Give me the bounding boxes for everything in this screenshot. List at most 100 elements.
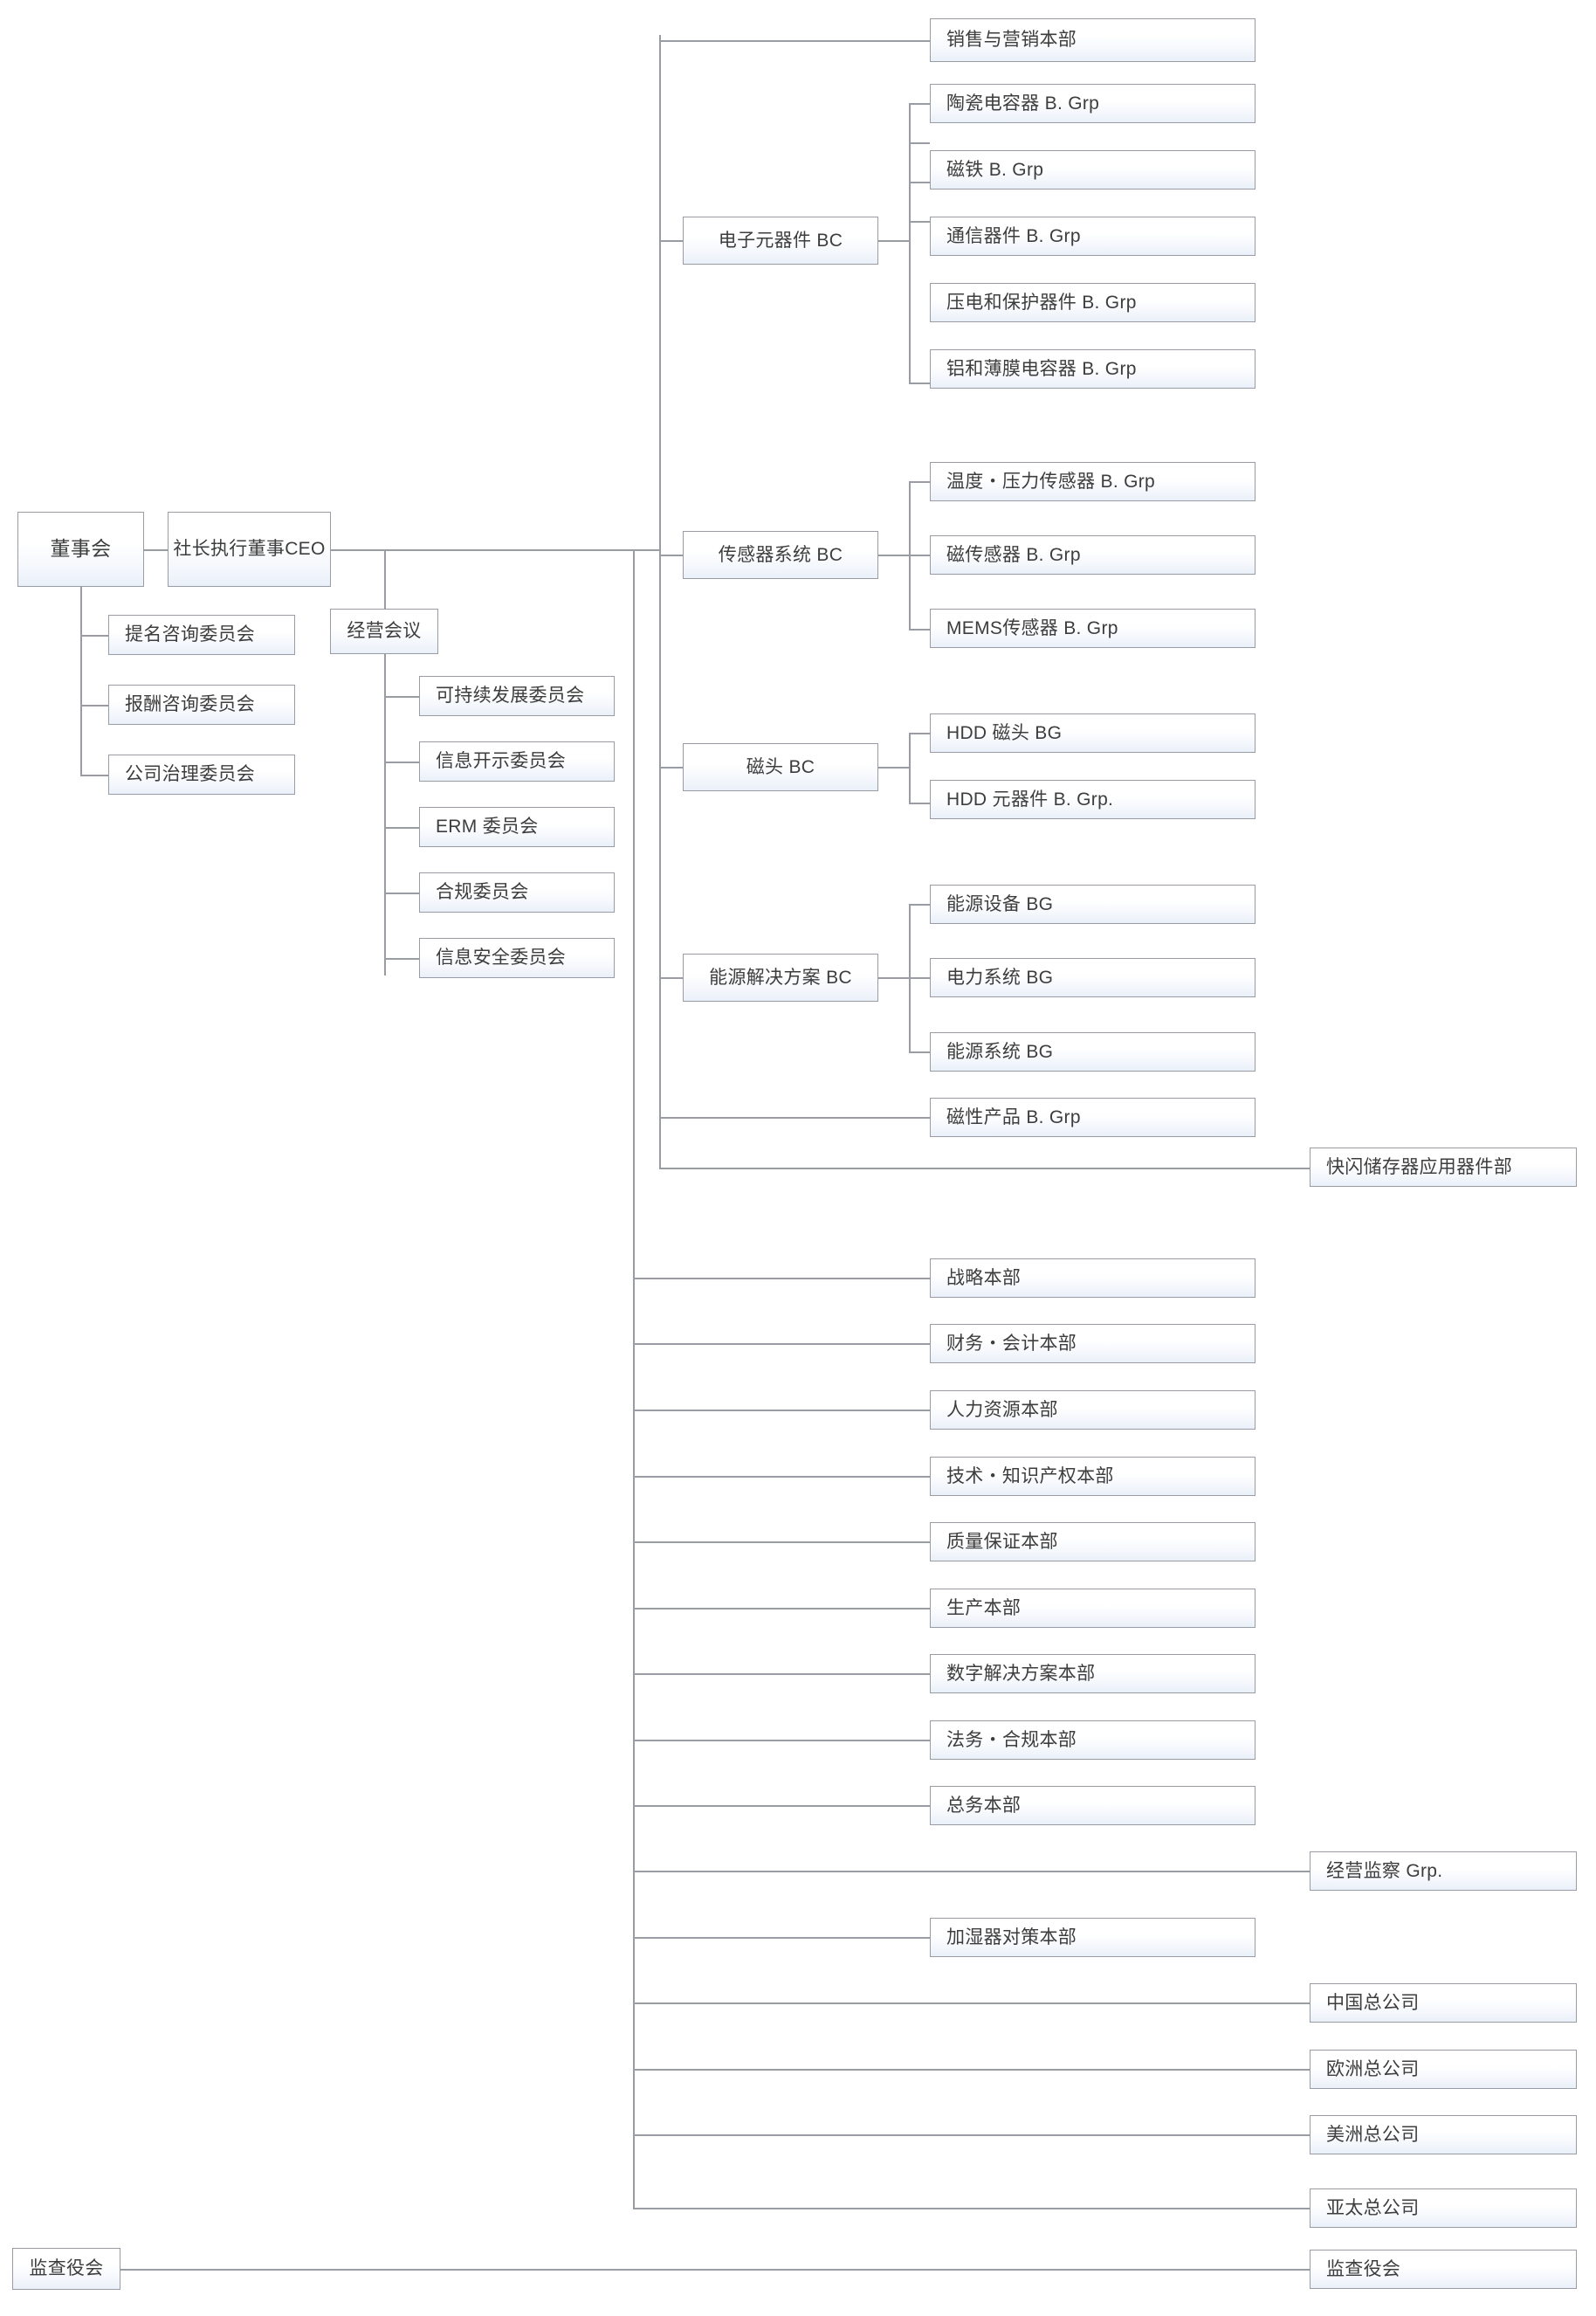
node-legal-compliance-hq[interactable]: 法务・合规本部 [930, 1720, 1255, 1760]
node-power-systems-bg[interactable]: 电力系统 BG [930, 958, 1255, 997]
node-magnets-bgrp[interactable]: 磁铁 B. Grp [930, 150, 1255, 190]
connector-ceo-to-spine [331, 549, 659, 551]
connector-ec-child-2 [909, 142, 930, 144]
connector-board-committee-3 [80, 775, 108, 776]
connector-corp-div-7 [633, 1673, 930, 1675]
connector-ec-child-4 [909, 221, 930, 223]
connector-sensor-systems-bc-out [878, 555, 909, 556]
node-sales-marketing-hq[interactable]: 销售与营销本部 [930, 18, 1255, 62]
connector-board-committee-2 [80, 705, 108, 707]
node-sensor-systems-bc[interactable]: 传感器系统 BC [683, 531, 878, 579]
connector-ec-child-3 [909, 182, 930, 183]
connector-trunk-to-electronic-components-bc [659, 240, 683, 242]
connector-corp-to-europe-hq [633, 2069, 1310, 2071]
node-europe-hq[interactable]: 欧洲总公司 [1310, 2050, 1577, 2089]
node-compliance-committee[interactable]: 合规委员会 [419, 872, 615, 913]
node-americas-hq[interactable]: 美洲总公司 [1310, 2115, 1577, 2154]
connector-corp-to-china-hq [633, 2002, 1310, 2004]
connector-trunk-to-head-bc [659, 767, 683, 769]
connector-trunk-to-magnetic-products [659, 1117, 930, 1119]
node-management-meeting[interactable]: 经营会议 [330, 609, 438, 654]
connector-electronic-components-bc-trunk [909, 103, 911, 383]
node-temperature-pressure-sensors-bgrp[interactable]: 温度・压力传感器 B. Grp [930, 462, 1255, 501]
node-human-resources-hq[interactable]: 人力资源本部 [930, 1390, 1255, 1430]
node-sustainability-committee[interactable]: 可持续发展委员会 [419, 676, 615, 716]
node-information-security-committee[interactable]: 信息安全委员会 [419, 938, 615, 978]
connector-es-child-1 [909, 904, 930, 906]
node-flash-memory-application-devices[interactable]: 快闪储存器应用器件部 [1310, 1148, 1577, 1187]
node-disclosure-committee[interactable]: 信息开示委员会 [419, 741, 615, 782]
connector-corporate-trunk [633, 549, 635, 2208]
connector-meeting-committee-5 [384, 958, 419, 960]
node-energy-systems-bg[interactable]: 能源系统 BG [930, 1032, 1255, 1072]
node-management-audit-group[interactable]: 经营监察 Grp. [1310, 1851, 1577, 1891]
node-ceramic-capacitors-bgrp[interactable]: 陶瓷电容器 B. Grp [930, 84, 1255, 123]
node-quality-assurance-hq[interactable]: 质量保证本部 [930, 1522, 1255, 1561]
node-energy-solutions-bc[interactable]: 能源解决方案 BC [683, 954, 878, 1002]
connector-ec-child-5 [909, 383, 930, 384]
node-general-affairs-hq[interactable]: 总务本部 [930, 1786, 1255, 1825]
connector-ss-child-1 [909, 481, 930, 483]
connector-trunk-to-flash-memory [659, 1168, 1310, 1169]
node-ceo[interactable]: 社长执行董事CEO [168, 512, 331, 587]
node-communication-devices-bgrp[interactable]: 通信器件 B. Grp [930, 217, 1255, 256]
node-corporate-governance-committee[interactable]: 公司治理委员会 [108, 755, 295, 795]
connector-trunk-to-energy-solutions-bc [659, 977, 683, 979]
connector-corp-div-5 [633, 1541, 930, 1543]
connector-corp-div-3 [633, 1410, 930, 1411]
node-technology-ip-hq[interactable]: 技术・知识产权本部 [930, 1457, 1255, 1496]
connector-trunk-to-sales [659, 40, 930, 42]
node-audit-supervisory-board-right[interactable]: 监查役会 [1310, 2250, 1577, 2289]
connector-corp-to-audit-group [633, 1871, 1310, 1872]
connector-business-trunk [659, 35, 661, 1168]
node-china-hq[interactable]: 中国总公司 [1310, 1983, 1577, 2023]
connector-corp-to-americas-hq [633, 2134, 1310, 2136]
node-digital-solutions-hq[interactable]: 数字解决方案本部 [930, 1654, 1255, 1693]
node-strategy-hq[interactable]: 战略本部 [930, 1258, 1255, 1298]
connector-meeting-committee-3 [384, 827, 419, 829]
connector-corp-div-1 [633, 1278, 930, 1279]
node-aluminum-film-capacitors-bgrp[interactable]: 铝和薄膜电容器 B. Grp [930, 349, 1255, 389]
connector-hd-child-1 [909, 733, 930, 734]
connector-board-trunk [80, 587, 82, 775]
node-asia-pacific-hq[interactable]: 亚太总公司 [1310, 2188, 1577, 2228]
node-humidifier-taskforce-hq[interactable]: 加湿器对策本部 [930, 1918, 1255, 1957]
connector-corp-div-2 [633, 1343, 930, 1345]
connector-meeting-committee-4 [384, 893, 419, 894]
node-energy-devices-bg[interactable]: 能源设备 BG [930, 885, 1255, 924]
connector-audit-left-to-right [120, 2269, 1310, 2271]
node-finance-accounting-hq[interactable]: 财务・会计本部 [930, 1324, 1255, 1363]
connector-meeting-committee-1 [384, 696, 419, 698]
connector-corp-div-9 [633, 1805, 930, 1807]
connector-ceo-to-management-meeting [384, 549, 386, 609]
connector-electronic-components-bc-out [878, 240, 909, 242]
connector-ss-child-2 [909, 555, 930, 556]
node-erm-committee[interactable]: ERM 委员会 [419, 807, 615, 847]
connector-trunk-to-sensor-systems-bc [659, 555, 683, 556]
node-hdd-components-bgrp[interactable]: HDD 元器件 B. Grp. [930, 780, 1255, 819]
node-production-hq[interactable]: 生产本部 [930, 1589, 1255, 1628]
connector-es-child-2 [909, 977, 930, 979]
node-mems-sensors-bgrp[interactable]: MEMS传感器 B. Grp [930, 609, 1255, 648]
node-nomination-advisory-committee[interactable]: 提名咨询委员会 [108, 615, 295, 655]
node-hdd-head-bg[interactable]: HDD 磁头 BG [930, 713, 1255, 753]
connector-ec-child-1 [909, 103, 930, 105]
connector-corp-div-8 [633, 1740, 930, 1741]
node-compensation-advisory-committee[interactable]: 报酬咨询委员会 [108, 685, 295, 725]
node-head-bc[interactable]: 磁头 BC [683, 743, 878, 791]
connector-management-meeting-trunk [384, 654, 386, 975]
connector-corp-div-4 [633, 1476, 930, 1478]
node-magnetic-sensors-bgrp[interactable]: 磁传感器 B. Grp [930, 535, 1255, 575]
connector-head-bc-out [878, 767, 909, 769]
connector-corp-to-asiapacific-hq [633, 2208, 1310, 2209]
node-magnetic-products-bgrp[interactable]: 磁性产品 B. Grp [930, 1098, 1255, 1137]
node-board-of-directors[interactable]: 董事会 [17, 512, 144, 587]
connector-board-committee-1 [80, 635, 108, 637]
node-electronic-components-bc[interactable]: 电子元器件 BC [683, 217, 878, 265]
connector-es-child-3 [909, 1051, 930, 1053]
node-audit-supervisory-board-left[interactable]: 监查役会 [12, 2248, 120, 2290]
node-piezo-protection-devices-bgrp[interactable]: 压电和保护器件 B. Grp [930, 283, 1255, 322]
connector-energy-solutions-bc-out [878, 977, 909, 979]
connector-meeting-committee-2 [384, 762, 419, 763]
